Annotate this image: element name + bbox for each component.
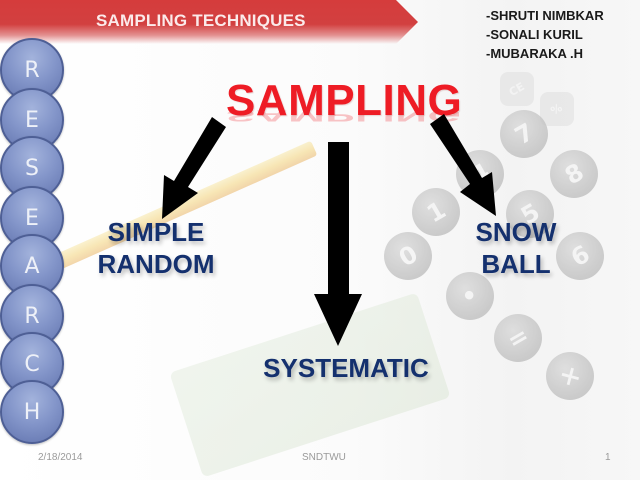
calc-key: CE [500, 72, 534, 106]
branch-simple-random: SIMPLE RANDOM [86, 216, 226, 280]
author-name: -SONALI KURIL [486, 27, 583, 42]
research-circles: R E S E A R C H [0, 38, 66, 444]
author-name: -MUBARAKA .H [486, 46, 584, 61]
calc-key: % [540, 92, 574, 126]
arrow-down-right-icon [430, 114, 496, 216]
letter-circle: R [0, 284, 64, 348]
calc-key: 6 [556, 232, 604, 280]
calc-key: 0 [384, 232, 432, 280]
branch-snow-ball: SNOW BALL [466, 216, 566, 280]
calc-key: 7 [500, 110, 548, 158]
letter-circle: E [0, 186, 64, 250]
slide-number: 1 [605, 452, 611, 463]
authors-list: -SHRUTI NIMBKAR -SONALI KURIL -MUBARAKA … [486, 6, 604, 63]
author-name: -SHRUTI NIMBKAR [486, 8, 604, 23]
calc-key: 1 [412, 188, 460, 236]
background-paper [169, 292, 451, 478]
calc-key: = [494, 314, 542, 362]
letter-circle: H [0, 380, 64, 444]
calc-key: 5 [506, 190, 554, 238]
arrow-down-left-icon [162, 117, 226, 219]
header-title: SAMPLING TECHNIQUES [96, 11, 306, 30]
calc-key: 8 [550, 150, 598, 198]
calc-key: × [546, 352, 594, 400]
footer-center-text: SNDTWU [302, 452, 346, 463]
branch-label-line: SNOW [475, 217, 557, 247]
footer-date: 2/18/2014 [38, 452, 83, 463]
branch-label-line: RANDOM [97, 249, 215, 279]
branch-systematic: SYSTEMATIC [258, 352, 434, 384]
calc-key: • [446, 272, 494, 320]
header-banner [0, 0, 418, 44]
branch-label-line: BALL [481, 249, 551, 279]
arrow-down-icon [314, 142, 362, 346]
main-title: SAMPLING [226, 76, 463, 125]
branch-label-line: SYSTEMATIC [263, 353, 429, 383]
branch-label-line: SIMPLE [107, 217, 205, 247]
